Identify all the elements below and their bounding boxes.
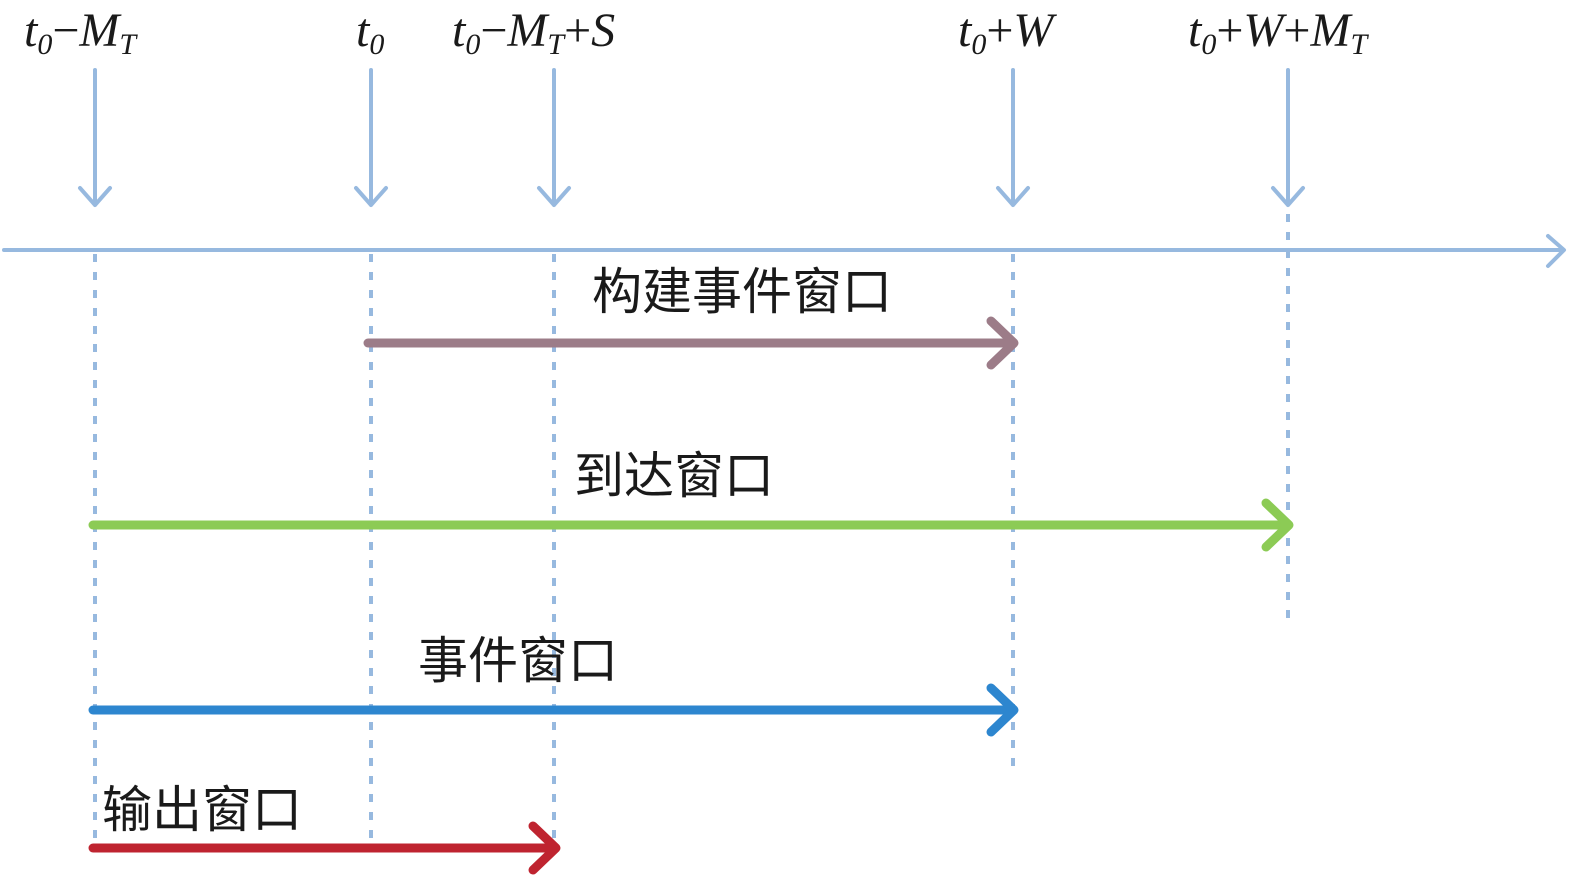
tick-subscript: 0: [971, 28, 986, 61]
tick-subscript: 0: [465, 28, 480, 61]
build-window-arrow: [363, 316, 1019, 370]
tick-arrow-t0-minus-mt: [78, 68, 112, 207]
tick-label-t0-minus-mt: t0−MT: [24, 4, 138, 61]
tick-operator: −: [480, 4, 507, 57]
guide-lines: [93, 214, 1290, 840]
tick-operator: +: [1216, 4, 1243, 57]
tick-operator: +: [986, 4, 1013, 57]
time-axis: [2, 234, 1566, 268]
tick-label-t0-minus-mt-plus-s: t0−MT+S: [452, 4, 615, 61]
tick-subscript: 0: [37, 28, 52, 61]
tick-var: W: [1013, 4, 1057, 57]
output-window-label: 输出窗口: [102, 781, 302, 839]
time-axis-arrowhead: [1546, 234, 1566, 268]
tick-var: M: [78, 4, 122, 57]
arrival-window-arrow: [88, 498, 1294, 552]
tick-var: t: [958, 4, 973, 57]
tick-var: t: [356, 4, 371, 57]
tick-subscript: 0: [369, 28, 384, 61]
output-window-arrow: [88, 821, 561, 875]
tick-operator: −: [52, 4, 79, 57]
tick-arrow-t0-plus-w-plus-mt: [1271, 68, 1305, 207]
tick-var: W: [1243, 4, 1287, 57]
tick-arrows: [78, 68, 1305, 207]
event-window-arrow: [88, 683, 1019, 737]
tick-subscript: T: [119, 28, 138, 61]
event-window-label: 事件窗口: [418, 632, 618, 690]
tick-subscript: T: [547, 28, 566, 61]
tick-var: M: [1309, 4, 1353, 57]
tick-label-t0-plus-w: t0+W: [958, 4, 1057, 61]
tick-subscript: T: [1350, 28, 1369, 61]
arrival-window-label: 到达窗口: [574, 447, 774, 505]
build-window-label: 构建事件窗口: [592, 263, 892, 321]
tick-operator: +: [564, 4, 591, 57]
tick-var: t: [1188, 4, 1203, 57]
tick-label-t0: t0: [356, 4, 384, 61]
tick-var: S: [591, 4, 615, 57]
tick-var: M: [506, 4, 550, 57]
tick-var: t: [24, 4, 39, 57]
tick-arrow-t0-minus-mt-plus-s: [537, 68, 571, 207]
tick-arrow-t0: [354, 68, 388, 207]
tick-label-t0-plus-w-plus-mt: t0+W+MT: [1188, 4, 1369, 61]
tick-subscript: 0: [1201, 28, 1216, 61]
tick-operator: +: [1283, 4, 1310, 57]
tick-arrow-t0-plus-w: [996, 68, 1030, 207]
tick-var: t: [452, 4, 467, 57]
